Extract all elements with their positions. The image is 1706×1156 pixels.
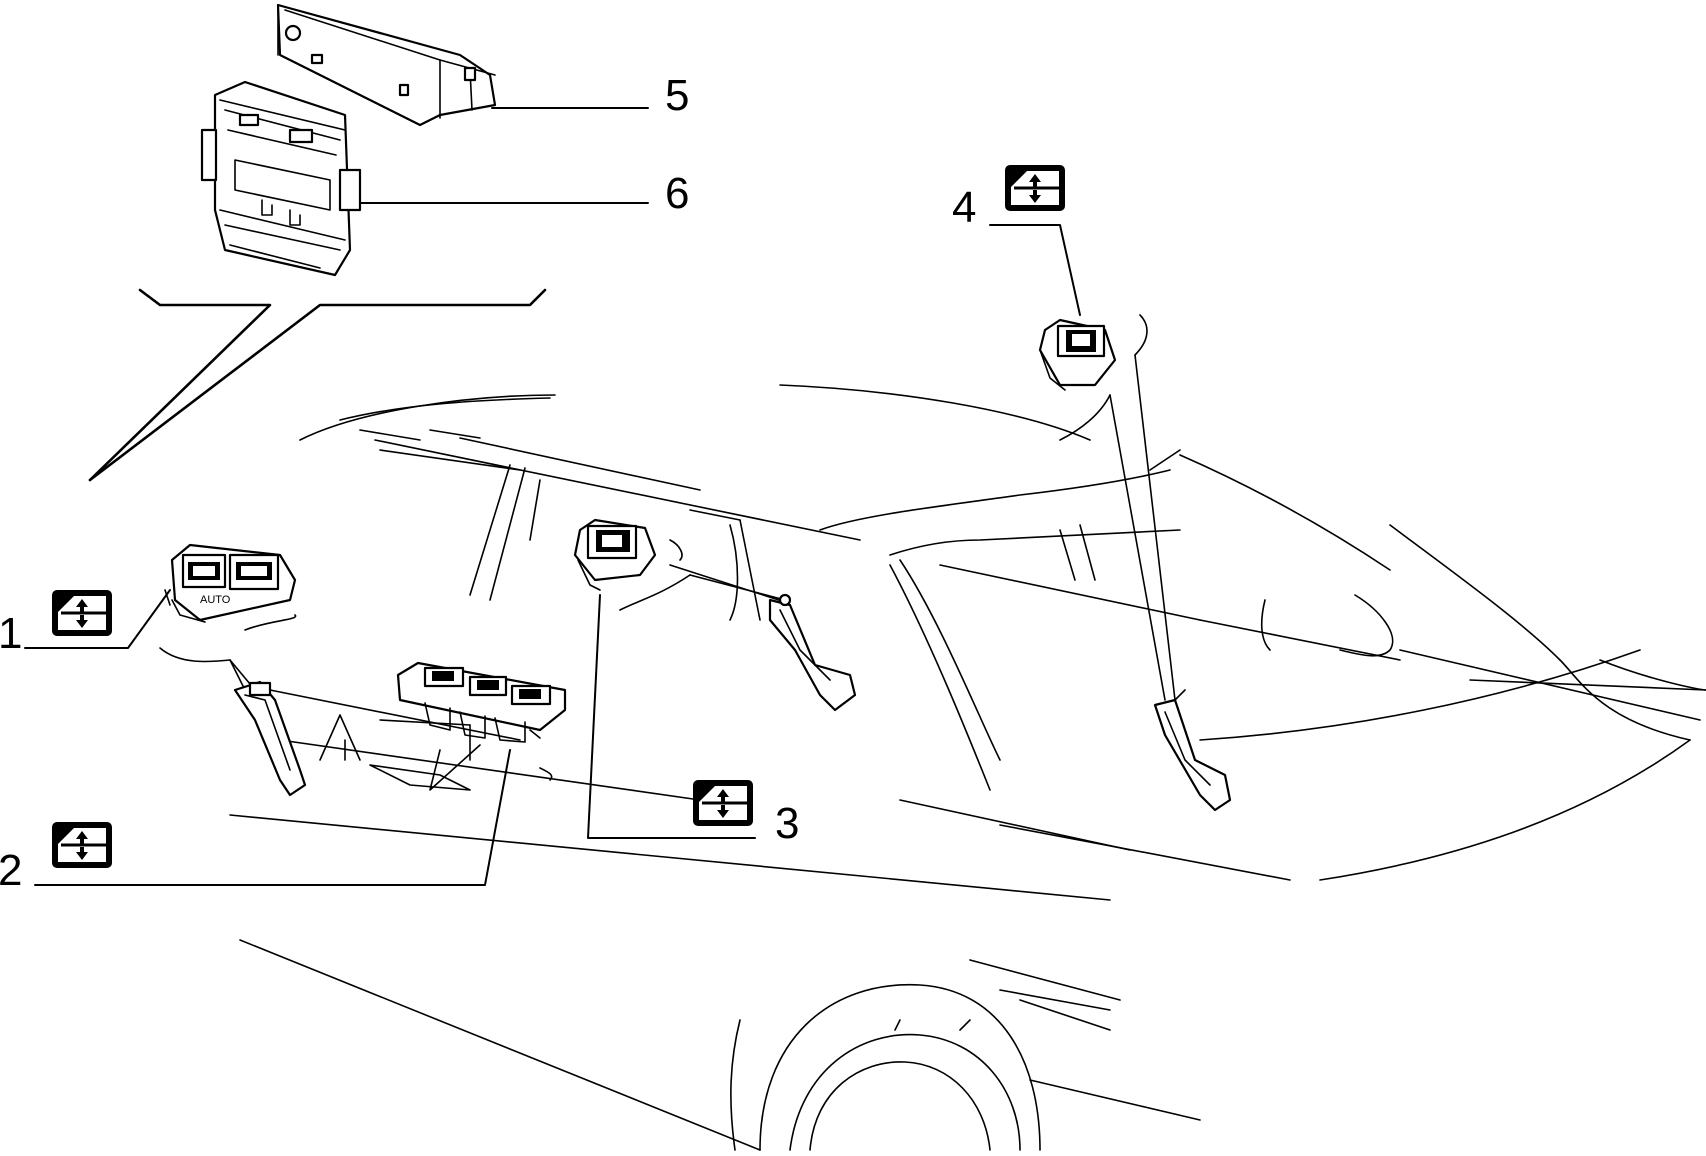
part-2-triple-window-switch [396, 661, 567, 743]
callout-1-number: 1 [0, 609, 22, 658]
leader-lines [24, 107, 1176, 886]
callout-3-number: 3 [775, 799, 799, 848]
part-1-double-window-switch: AUTO [164, 543, 297, 623]
callout-4-power-window-up-down-icon [1003, 163, 1067, 213]
callout-4-number: 4 [952, 183, 976, 232]
callout-1-power-window-up-down-icon [50, 588, 114, 638]
part-3-wiring-connector [768, 593, 857, 712]
part-4-wiring-connector [1153, 689, 1232, 812]
part-3-single-window-switch [573, 518, 657, 591]
part-1-wiring-connector [233, 680, 307, 797]
callout-5-number: 5 [665, 71, 689, 120]
svg-text:AUTO: AUTO [200, 594, 231, 606]
part-4-single-window-switch [1038, 318, 1117, 391]
car-body-outline [229, 384, 1706, 1151]
callout-2-power-window-up-down-icon [50, 820, 114, 870]
part-6-electronic-control-unit [200, 80, 362, 277]
callout-2-number: 2 [0, 846, 22, 895]
part-5-control-module-bracket [276, 3, 497, 127]
callout-3-power-window-up-down-icon [691, 778, 755, 828]
callout-6-number: 6 [665, 169, 689, 218]
